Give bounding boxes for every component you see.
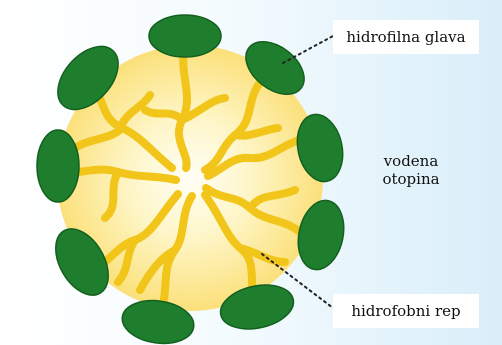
aqueous-solution-label: vodena otopina xyxy=(370,152,452,188)
hydrophilic-head-label: hidrofilna glava xyxy=(333,20,479,54)
head-left xyxy=(37,130,79,202)
hydrophobic-tail-label: hidrofobni rep xyxy=(333,294,479,328)
leader-head xyxy=(283,36,333,63)
aqueous-solution-label-line2: otopina xyxy=(370,170,452,188)
head-top xyxy=(149,15,221,57)
aqueous-solution-label-line1: vodena xyxy=(370,152,452,170)
